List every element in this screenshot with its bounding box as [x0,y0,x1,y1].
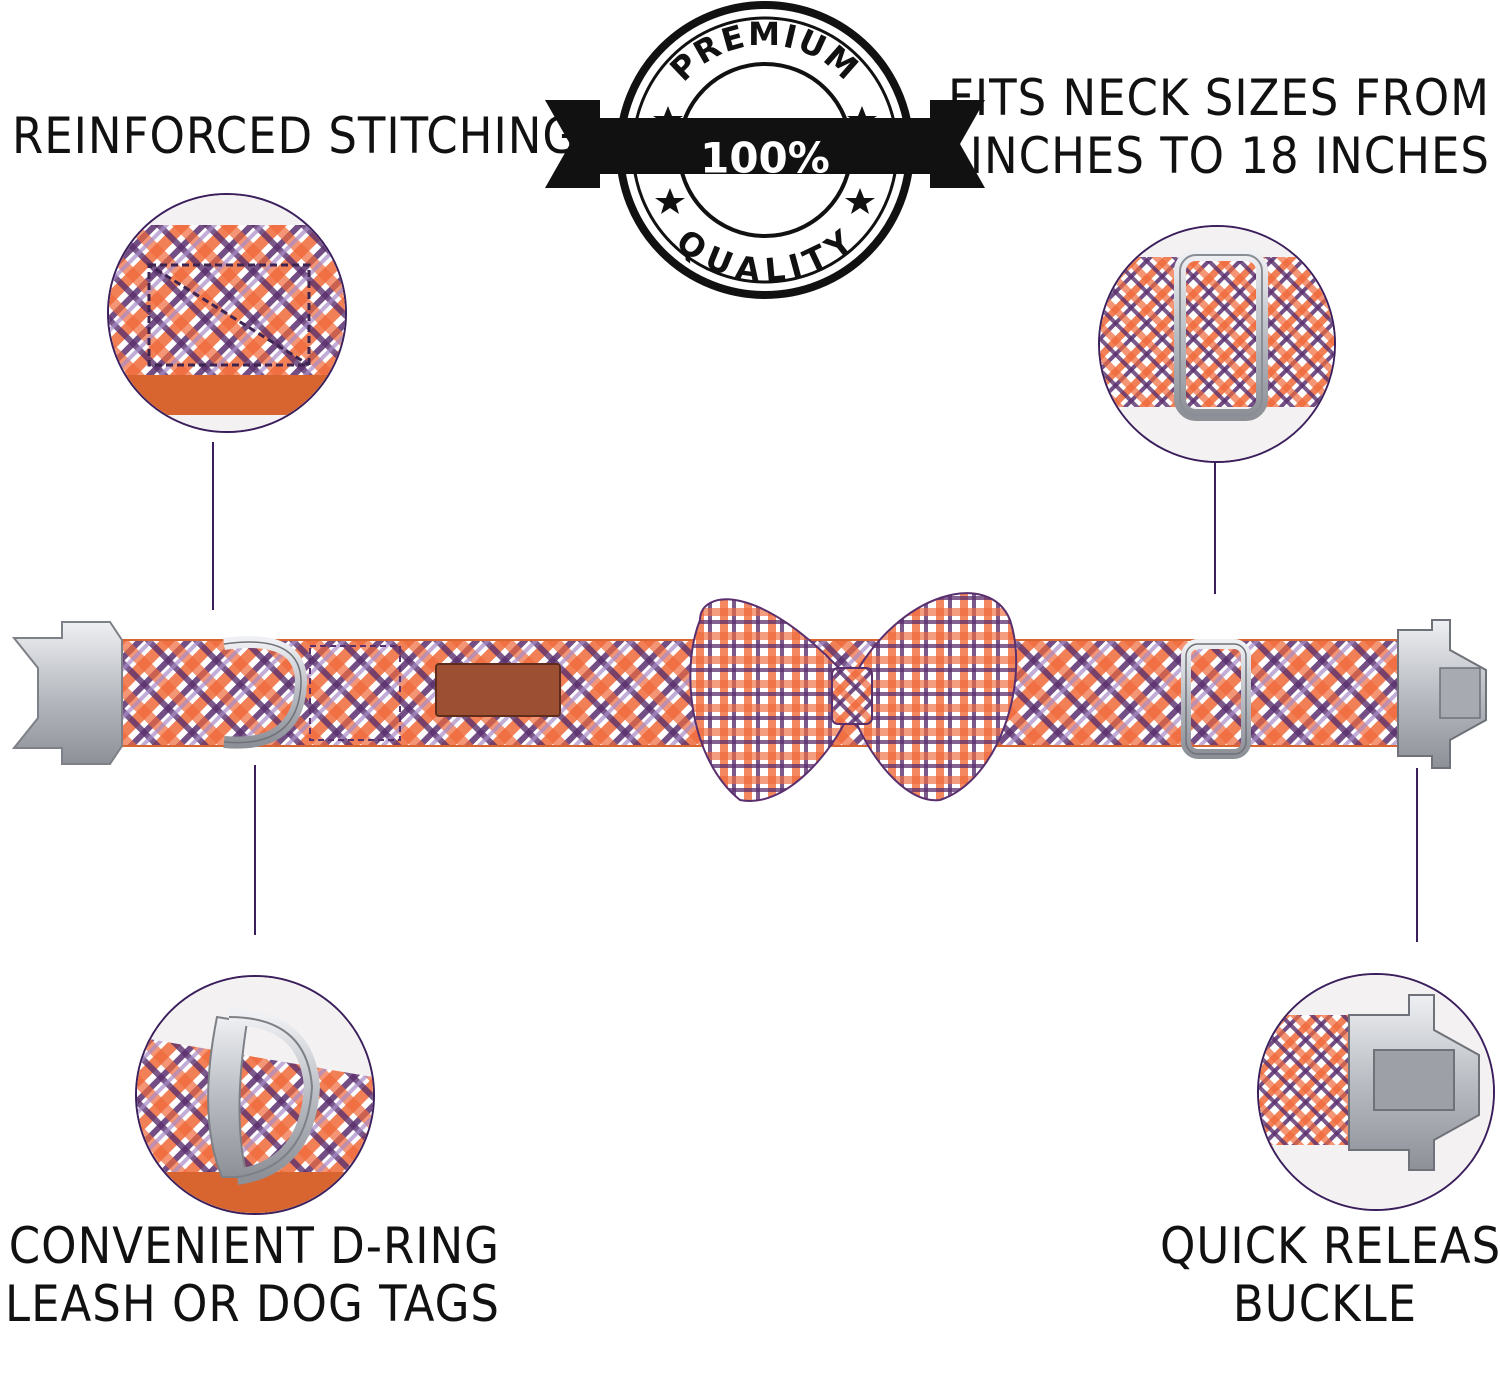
detail-circle-buckle [1257,973,1495,1211]
premium-quality-seal: PREMIUM QUALITY 100% [545,1,985,299]
detail-circle-slider [1098,225,1336,463]
buckle-male-icon [11,621,123,765]
connector-line-slider [1214,462,1216,594]
leather-patch [435,663,561,717]
dog-collar [11,592,1487,802]
feature-label-line: FOR LEASH OR DOG TAGS [0,1274,500,1333]
connector-line-buckle [1416,768,1418,942]
slider-closeup [1100,227,1334,461]
feature-label-d-ring: CONVENIENT D-RING FOR LEASH OR DOG TAGS [0,1217,500,1333]
d-ring-closeup [137,977,373,1213]
d-ring-icon [218,636,307,749]
feature-label-line: 8 INCHES TO 18 INCHES [924,126,1490,185]
feature-label-stitching: REINFORCED STITCHING [12,107,579,166]
feature-label-neck-sizes: FITS NECK SIZES FROM 8 INCHES TO 18 INCH… [924,69,1490,185]
feature-label-line: FITS NECK SIZES FROM [948,69,1490,127]
bow-tie [689,592,1018,802]
feature-label-line: QUICK RELEASE [1160,1217,1500,1275]
buckle-closeup [1259,975,1493,1209]
connector-line-stitching [212,442,214,610]
seal-ribbon [545,100,985,188]
feature-label-line: CONVENIENT D-RING [8,1217,500,1275]
feature-label-line: BUCKLE [1232,1274,1418,1333]
feature-label-line: REINFORCED STITCHING [12,107,579,165]
feature-label-buckle: QUICK RELEASE BUCKLE [1160,1217,1500,1333]
connector-line-d-ring [254,765,256,935]
detail-circle-stitching [107,193,347,433]
detail-circle-d-ring [135,975,375,1215]
stitching-closeup [109,195,345,431]
seal-middle-text: 100% [700,134,830,183]
